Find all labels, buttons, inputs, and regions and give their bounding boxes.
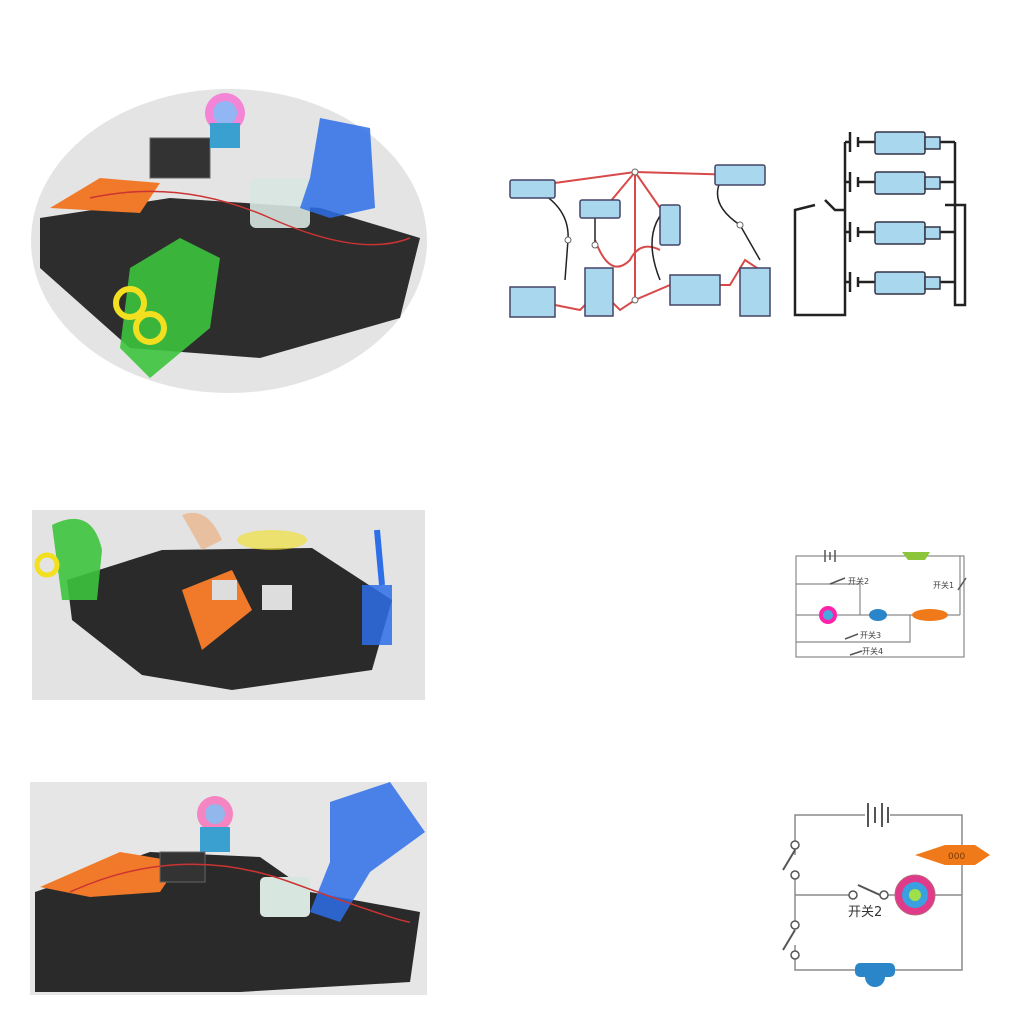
motor-2 [579,199,621,219]
buzzer: 000 [915,845,990,865]
circuit-diagram-2 [790,120,970,325]
battery-box-1 [509,286,556,318]
battery-box-3 [669,274,721,306]
circuit-diagram-4: 000 开关2 [780,795,1000,1000]
motor [869,609,887,621]
black-wires [539,181,761,281]
switch3-label: 开关3 [860,630,881,640]
battery-box-4 [739,267,771,317]
switch1-label: 开关1 [933,580,954,590]
circuit-diagram-2-svg [793,131,967,317]
lamp [902,552,930,560]
motor-a [874,131,926,155]
circuit-diagram-4-svg: 000 开关2 [782,803,990,987]
circuit-diagram-3: 开关2 开关1 开关3 开关4 [790,540,980,665]
product-photo-1-image [31,89,427,393]
product-photo-3 [30,782,427,995]
switch2-label: 开关2 [848,905,882,920]
product-photo-3-image [35,782,425,992]
red-wires [539,170,761,312]
buzzer [912,609,948,621]
circuit-diagram-1 [500,160,780,325]
motor-3 [659,204,681,246]
product-photo-1 [30,88,428,395]
circuit-diagram-3-svg: 开关2 开关1 开关3 开关4 [795,550,967,658]
motor [855,963,895,987]
product-photo-2-image [34,512,392,690]
motor-1 [509,179,556,199]
motor-b [874,171,926,195]
motor-4 [714,164,766,186]
switch4-label: 开关4 [862,646,883,656]
blue-fan-toy [300,118,375,218]
motor-d [874,271,926,295]
components [509,164,771,318]
battery-box-2 [584,267,614,317]
switch2-label: 开关2 [848,576,869,586]
product-photo-2 [32,510,425,700]
buzzer-display: 000 [948,852,965,862]
motor-c [874,221,926,245]
circuit-diagram-1-svg [509,164,771,318]
